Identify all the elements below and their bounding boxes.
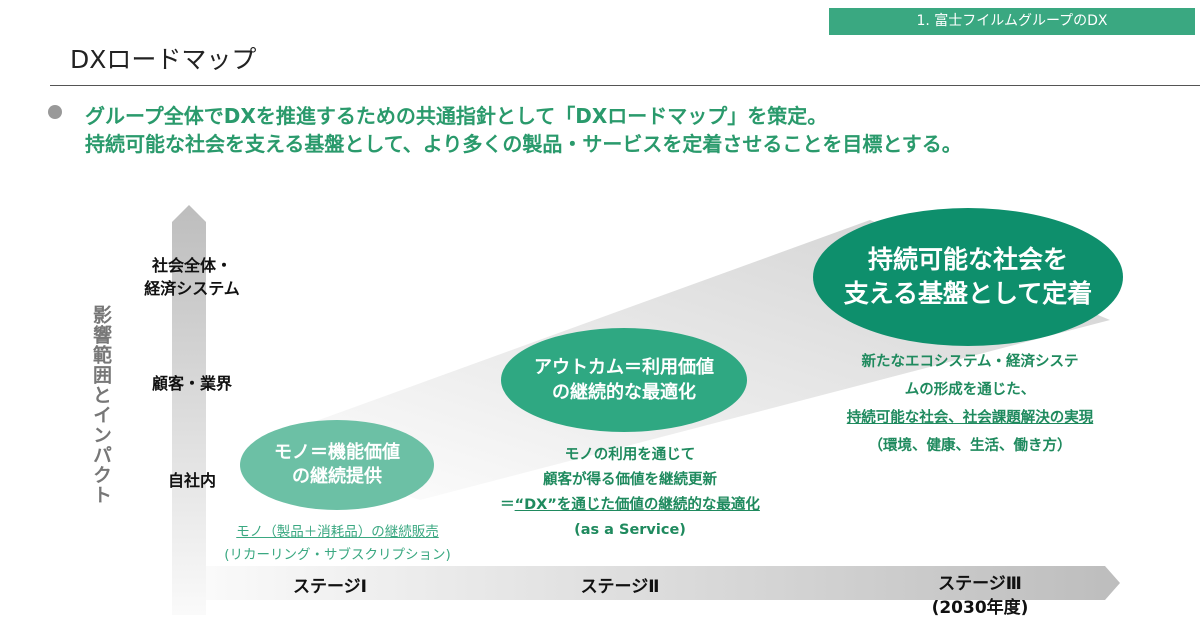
stage2-desc-equals: ＝ (500, 497, 515, 513)
stage2-label: ステージⅡ (580, 577, 660, 597)
stage2-ellipse: アウトカム＝利用価値の継続的な最適化 (501, 328, 747, 432)
stage3-label: ステージⅢ (2030年度) (880, 572, 1080, 620)
section-tag: 1. 富士フイルムグループのDX (829, 8, 1195, 35)
stage1-ellipse: モノ＝機能価値の継続提供 (240, 420, 434, 510)
stage3-label-name: ステージⅢ (938, 574, 1022, 594)
stage2-desc-line4: (as a Service) (574, 522, 686, 538)
page-title: DXロードマップ (70, 45, 257, 74)
stage3-label-year: (2030年度) (931, 598, 1029, 618)
stage2-ellipse-line2: の継続的な最適化 (552, 382, 696, 403)
stage3-description: 新たなエコシステム・経済システ ムの形成を通じた、 持続可能な社会、社会課題解決… (800, 348, 1140, 460)
stage1-label: ステージⅠ (293, 577, 367, 597)
stage2-desc-line1: モノの利用を通じて (564, 447, 696, 463)
stage2-description: モノの利用を通じて 顧客が得る価値を継続更新 ＝“DX”を通じた価値の継続的な最… (470, 443, 790, 543)
stage2-ellipse-line1: アウトカム＝利用価値 (534, 357, 714, 378)
stage3-ellipse-line2: 支える基盤として定着 (843, 279, 1093, 308)
stage3-desc-line1: 新たなエコシステム・経済システ (861, 354, 1079, 370)
y-axis-label: 影響範囲とインパクト (90, 305, 112, 505)
vertical-axis-arrow (172, 205, 206, 615)
level-internal: 自社内 (167, 471, 216, 490)
level-customer: 顧客・業界 (151, 374, 232, 393)
lead-line-2: 持続可能な社会を支える基盤として、より多くの製品・サービスを定着させることを目標… (85, 132, 962, 156)
stage1-description: モノ（製品＋消耗品）の継続販売 (リカーリング・サブスクリプション) (200, 521, 475, 567)
bullet-icon (48, 105, 62, 119)
stage3-desc-line3: 持続可能な社会、社会課題解決の実現 (846, 410, 1094, 426)
stage1-desc-line2: (リカーリング・サブスクリプション) (224, 547, 451, 563)
level-society-line1: 社会全体・ (151, 256, 232, 275)
lead-line-1: グループ全体でDXを推進するための共通指針として「DXロードマップ」を策定。 (85, 104, 828, 128)
stage3-desc-line2: ムの形成を通じた、 (904, 382, 1036, 398)
horizontal-axis-arrow (206, 566, 1120, 600)
stage2-desc-dx: “DX”を通じた価値の継続的な最適化 (514, 497, 760, 513)
stage3-ellipse: 持続可能な社会を支える基盤として定着 (813, 208, 1123, 346)
stage2-desc-line2: 顧客が得る価値を継続更新 (543, 472, 717, 488)
stage1-ellipse-line2: の継続提供 (292, 466, 382, 487)
stage1-desc-line1: モノ（製品＋消耗品）の継続販売 (236, 524, 439, 540)
stage1-ellipse-line1: モノ＝機能価値 (274, 442, 400, 463)
level-society-line2: 経済システム (144, 279, 240, 298)
stage3-ellipse-line1: 持続可能な社会を (867, 245, 1068, 274)
level-society: 社会全体・経済システム (112, 254, 272, 300)
title-divider (50, 85, 1200, 86)
stage3-desc-line4: （環境、健康、生活、働き方） (868, 438, 1072, 454)
stage2-desc-line3: ＝“DX”を通じた価値の継続的な最適化 (470, 493, 790, 518)
